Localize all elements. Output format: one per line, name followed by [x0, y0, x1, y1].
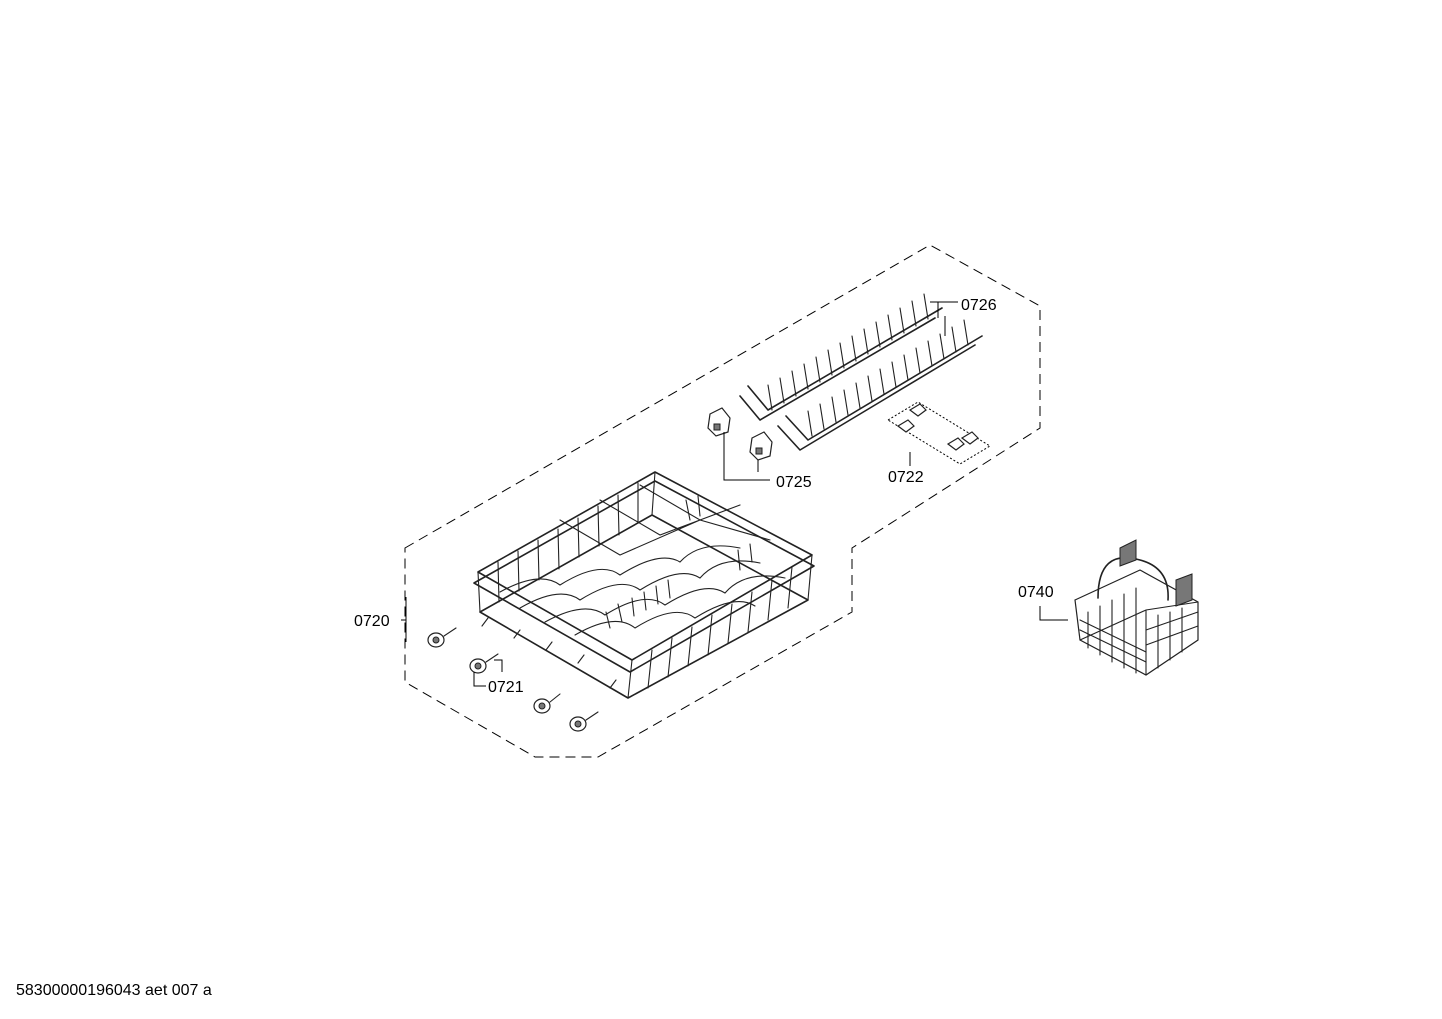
callout-0720: 0720: [354, 613, 390, 630]
plate-racks: [739, 293, 983, 451]
callout-0725: 0725: [776, 474, 812, 491]
leader-0726: [930, 301, 958, 336]
cutlery-basket: [1074, 539, 1199, 676]
callout-0740: 0740: [1018, 584, 1054, 601]
document-code: 58300000196043 aet 007 a: [16, 982, 212, 999]
rack-clips: [887, 401, 991, 465]
leader-0725: [723, 432, 770, 481]
leader-0740: [1039, 606, 1068, 621]
basket-wheels: [427, 627, 599, 732]
lower-basket: [473, 471, 815, 699]
callout-0726: 0726: [961, 297, 997, 314]
assembly-boundary: [404, 244, 1041, 758]
leader-0721: [473, 659, 503, 687]
callout-0721: 0721: [488, 679, 524, 696]
leader-0720: [401, 597, 407, 642]
callout-0722: 0722: [888, 469, 924, 486]
rack-holders: [707, 407, 773, 461]
